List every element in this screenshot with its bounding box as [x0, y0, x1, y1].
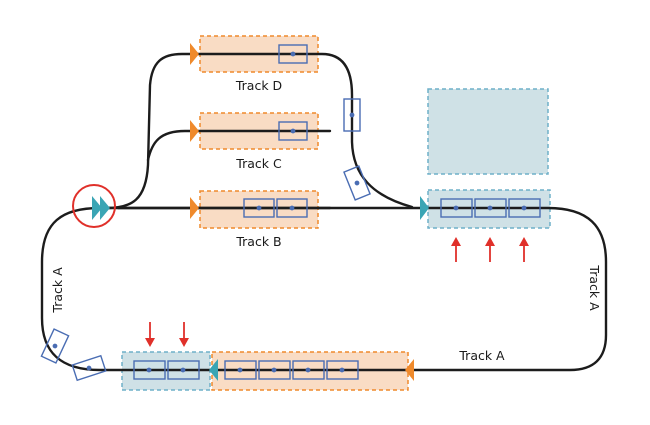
up-arrow-3 [519, 237, 529, 262]
up-arrow-2 [485, 237, 495, 262]
track-b-label: Track B [235, 234, 281, 249]
track-labels: Track D Track C Track B Track A Track A … [50, 78, 602, 363]
track-a-entry-arrow [405, 359, 414, 381]
zones [121, 35, 551, 391]
rail-cars [40, 44, 541, 382]
red-indicator-arrows [145, 237, 529, 347]
down-arrow-1 [145, 322, 155, 347]
track-c-entry-arrow [190, 120, 199, 142]
track-d-car [278, 44, 308, 64]
track-c-rail [146, 129, 332, 162]
track-a-label-bottom: Track A [458, 348, 505, 363]
main-loop-track [40, 206, 608, 372]
curve-car-upper [40, 328, 70, 364]
staging-right-cars [440, 198, 541, 218]
up-arrow-1 [451, 237, 461, 262]
switch-arrow-left [92, 196, 102, 220]
rails [40, 52, 608, 372]
track-b-cars [243, 198, 308, 218]
track-c-label: Track C [235, 156, 282, 171]
track-d-label: Track D [235, 78, 282, 93]
track-a-cars [224, 360, 359, 380]
direction-markers [72, 43, 429, 381]
track-b-entry-arrow [190, 197, 199, 219]
track-a-label-left: Track A [50, 267, 65, 314]
staging-area-empty [427, 88, 549, 175]
staging-bottom-cars [133, 360, 200, 380]
highlighted-switch-marker [72, 184, 116, 228]
down-arrow-2 [179, 322, 189, 347]
curve-car-lower [71, 354, 107, 382]
track-c-car [278, 121, 308, 141]
switch-junction [72, 184, 116, 228]
switch-car [343, 165, 371, 201]
staging-right-entry-arrow [420, 196, 429, 220]
track-d-entry-arrow [190, 43, 199, 65]
track-a-label-right: Track A [587, 264, 602, 311]
track-d-transfer-car [343, 98, 361, 132]
staging-bottom-exit-arrow [209, 359, 218, 381]
switch-arrow-right [100, 196, 110, 220]
track-d-rail [104, 52, 414, 210]
